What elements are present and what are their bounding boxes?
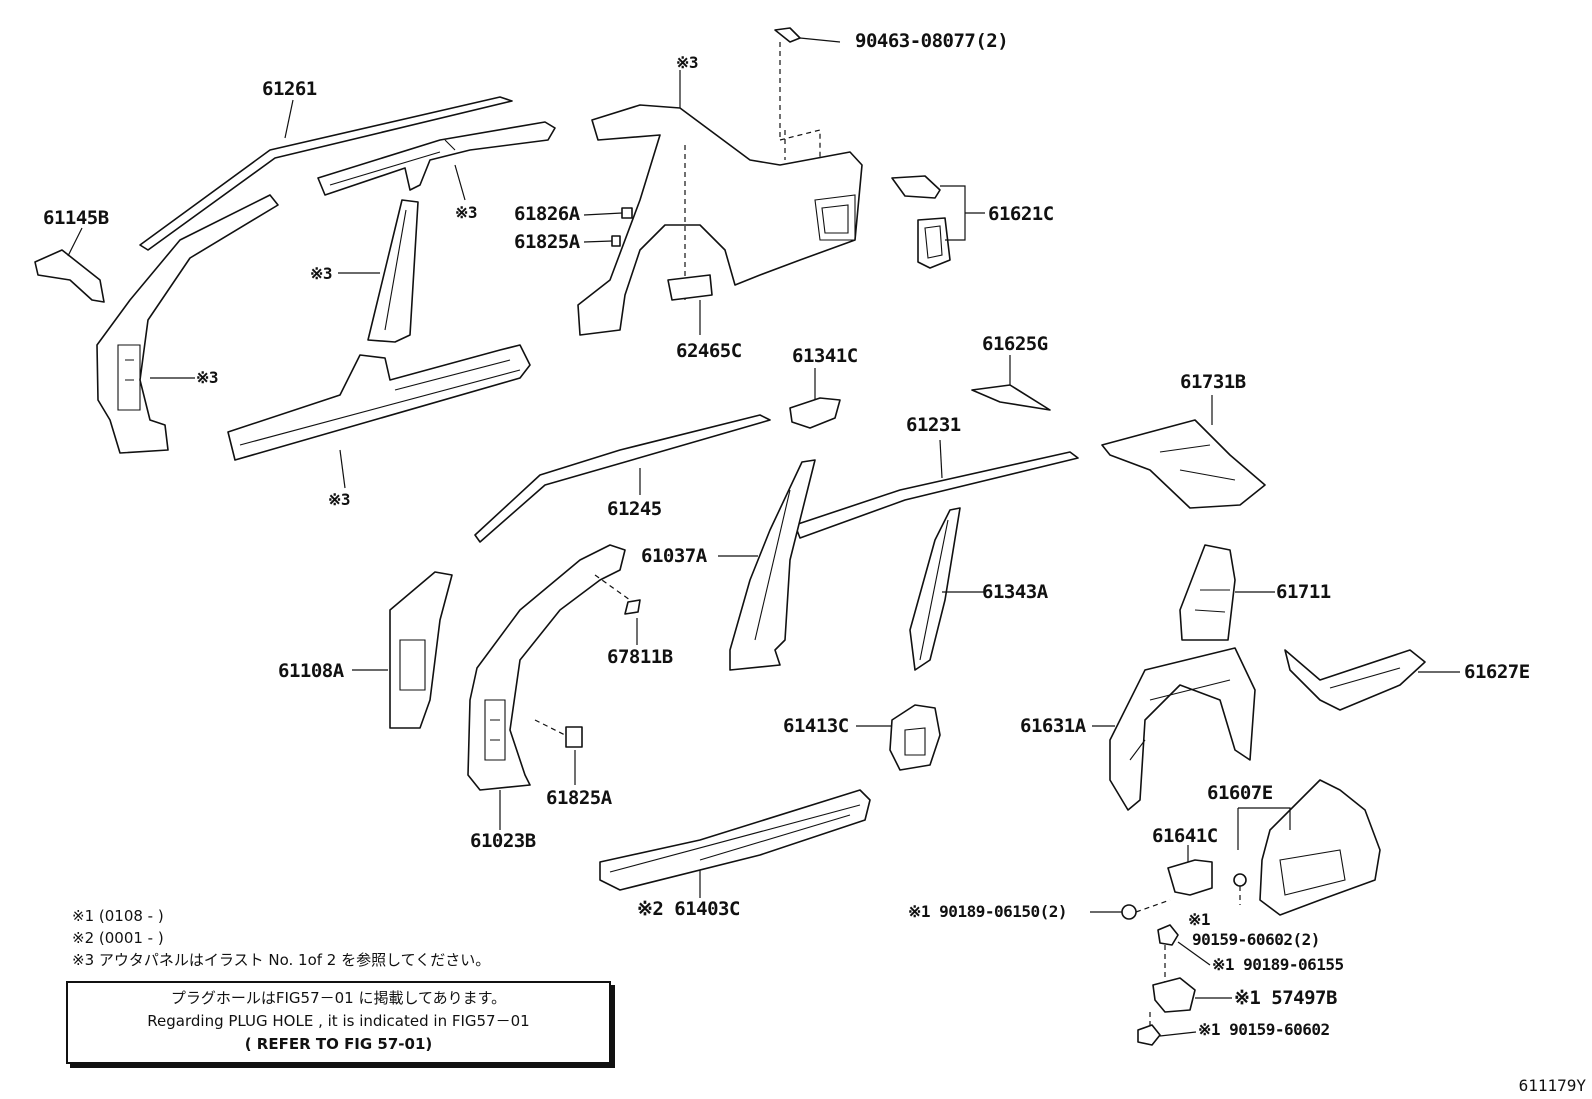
part-61245 (474, 414, 771, 543)
part-61413C (889, 704, 941, 771)
label-61231: 61231 (906, 414, 961, 436)
label-note3-quarter: ※3 (676, 53, 699, 72)
part-90463-clip (774, 27, 801, 43)
part-57497B (1152, 977, 1196, 1013)
footnotes: ※1 (0108 - ) ※2 (0001 - ) ※3 アウタパネルはイラスト… (72, 905, 490, 971)
part-quarter-panel (577, 104, 863, 336)
part-61261 (139, 96, 513, 251)
label-90159-60602: ※1 90159-60602 (1198, 1020, 1330, 1039)
part-61625G (971, 384, 1051, 411)
label-61641C: 61641C (1152, 825, 1218, 847)
part-61826A (621, 207, 633, 219)
label-61631A: 61631A (1020, 715, 1086, 737)
info-line-english: Regarding PLUG HOLE , it is indicated in… (147, 1012, 530, 1030)
part-61403C (599, 789, 871, 891)
label-62465C: 62465C (676, 340, 742, 362)
label-90463-08077: 90463-08077(2) (855, 30, 1009, 52)
part-62465C (667, 274, 713, 301)
plug-hole-info-box: プラグホールはFIG57－01 に掲載してあります。 Regarding PLU… (66, 981, 611, 1064)
part-90159-60602-2 (1233, 873, 1247, 887)
label-61023B: 61023B (470, 830, 536, 852)
part-61607E (1259, 779, 1381, 916)
label-57497B: ※1 57497B (1234, 987, 1337, 1009)
part-61711 (1179, 544, 1236, 641)
label-note3-roof: ※3 (455, 203, 478, 222)
label-note3-rocker: ※3 (328, 490, 351, 509)
info-line-japanese: プラグホールはFIG57－01 に掲載してあります。 (170, 989, 507, 1007)
label-note3-pillar: ※3 (196, 368, 219, 387)
label-61037A: 61037A (641, 545, 707, 567)
label-61607E: 61607E (1207, 782, 1273, 804)
part-90189-06155 (1157, 924, 1179, 946)
label-61711: 61711 (1276, 581, 1331, 603)
label-61403C: ※2 61403C (637, 898, 740, 920)
part-center-pillar-strip (367, 199, 419, 343)
label-61413C: 61413C (783, 715, 849, 737)
label-61825A-bottom: 61825A (546, 787, 612, 809)
part-61108A (389, 571, 453, 729)
part-90189-06150 (1121, 904, 1137, 920)
label-61341C: 61341C (792, 345, 858, 367)
footnote-2: ※2 (0001 - ) (72, 929, 164, 947)
label-61621C: 61621C (988, 203, 1054, 225)
label-61343A: 61343A (982, 581, 1048, 603)
part-90159-60602 (1137, 1024, 1161, 1046)
label-61627E: 61627E (1464, 661, 1530, 683)
part-67811B (624, 599, 641, 615)
label-90189-06150: ※1 90189-06150(2) (908, 902, 1068, 921)
footnote-1: ※1 (0108 - ) (72, 907, 164, 925)
part-61627E (1284, 649, 1426, 711)
part-61621C-lower (917, 217, 951, 269)
label-61731B: 61731B (1180, 371, 1246, 393)
label-note3-strip: ※3 (310, 264, 333, 283)
part-61641C (1167, 859, 1213, 896)
part-61621C-upper (891, 175, 941, 199)
part-61341C (789, 397, 841, 429)
label-67811B: 67811B (607, 646, 673, 668)
part-61825A-bottom (565, 726, 583, 748)
footnote-3: ※3 アウタパネルはイラスト No. 1of 2 を参照してください。 (72, 951, 491, 969)
label-61826A: 61826A (514, 203, 580, 225)
part-61731B (1101, 419, 1266, 509)
part-61023B (467, 544, 626, 791)
figure-id: 611179Y (1518, 1076, 1586, 1095)
part-rocker-outer (227, 344, 531, 461)
label-90159-60602-2: 90159-60602(2) (1192, 930, 1320, 949)
part-61343A (909, 507, 961, 671)
label-90159-60602-note: ※1 (1188, 910, 1211, 929)
part-61145B (34, 249, 105, 303)
label-61825A-top: 61825A (514, 231, 580, 253)
label-61625G: 61625G (982, 333, 1048, 355)
label-61261: 61261 (262, 78, 317, 100)
label-61145B: 61145B (43, 207, 109, 229)
label-61108A: 61108A (278, 660, 344, 682)
part-roof-side-inner (317, 121, 556, 196)
label-61245: 61245 (607, 498, 662, 520)
part-61631A (1109, 647, 1256, 811)
info-line-refer: ( REFER TO FIG 57-01) (244, 1035, 433, 1053)
label-90189-06155: ※1 90189-06155 (1212, 955, 1344, 974)
part-61231 (794, 451, 1079, 539)
part-61825A-top (611, 235, 621, 247)
part-front-pillar-left (96, 194, 279, 454)
